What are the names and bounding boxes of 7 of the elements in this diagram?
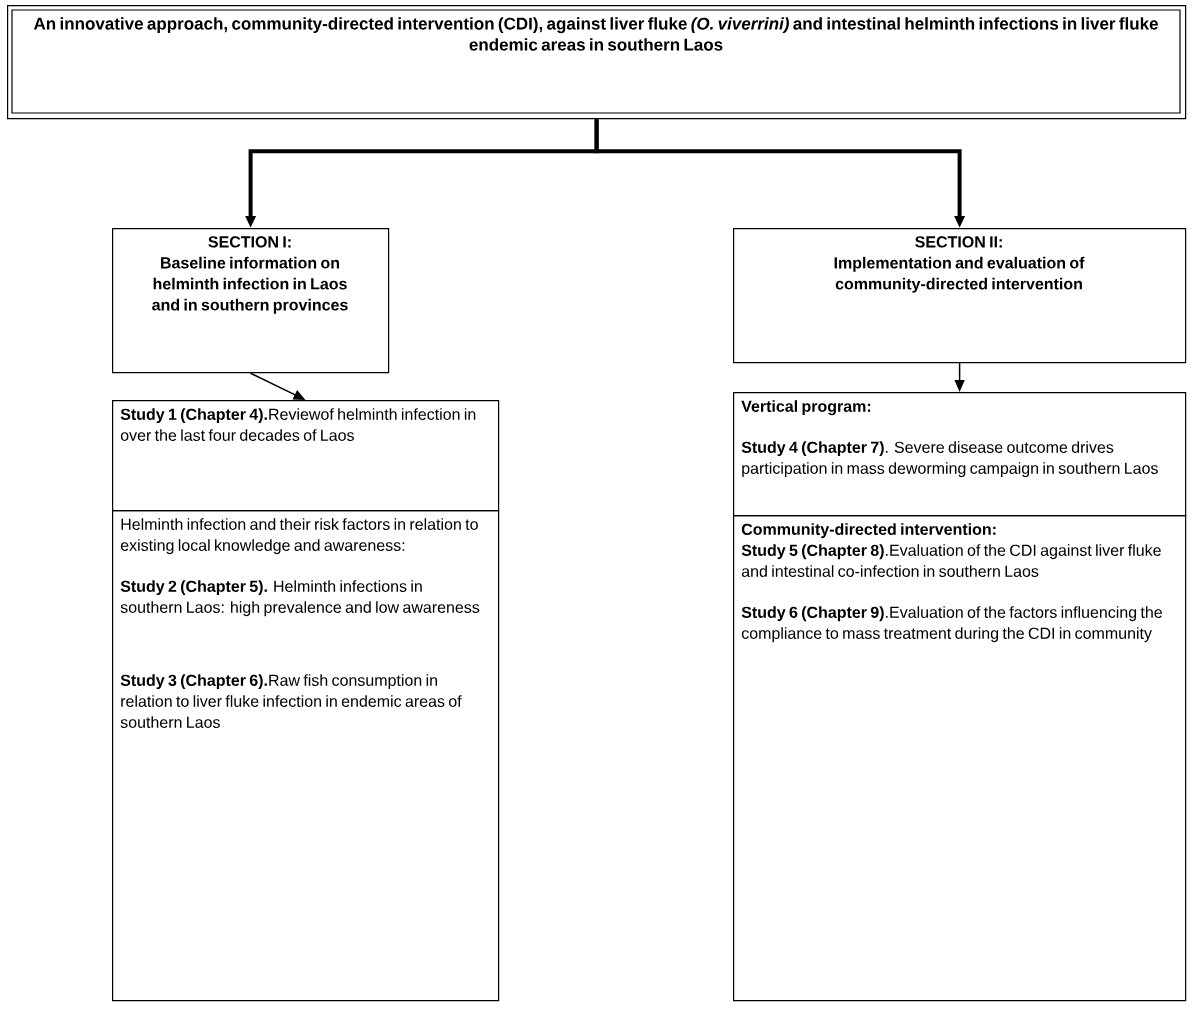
study-box: Community-directed intervention: Study 5 (Chapter 8).Evaluation of the CDI against liver fluke and intestinal co-infection in southern Laos Study 6 (Chapter 9).Evaluation of the factors influencing the compliance to mass treatment during the CDI in community <box>733 515 1187 1002</box>
section-box: SECTION I: Baseline information on helminth infection in Laos and in southern provinces <box>112 228 390 374</box>
title-box: An innovative approach, community-directed intervention (CDI), against liver fluke (O. viverrini) and intestinal helminth infections in liver fluke endemic areas in southern Laos <box>7 5 1187 120</box>
study-box: Study 1 (Chapter 4).Reviewof helminth infection in over the last four decades of Laos <box>112 400 500 512</box>
study-box: Vertical program: Study 4 (Chapter 7). Severe disease outcome drives participation in mass deworming campaign in southern Laos <box>733 392 1187 517</box>
section-box: SECTION II: Implementation and evaluation of community-directed intervention <box>733 228 1187 364</box>
study-box: Helminth infection and their risk factors in relation to existing local knowledge and awareness: Study 2 (Chapter 5). Helminth infections in southern Laos: high prevalence and low awareness Study 3 (Chapter 6).Raw fish consumption in relation to liver fluke infection in endemic areas of southern Laos <box>112 510 500 1002</box>
